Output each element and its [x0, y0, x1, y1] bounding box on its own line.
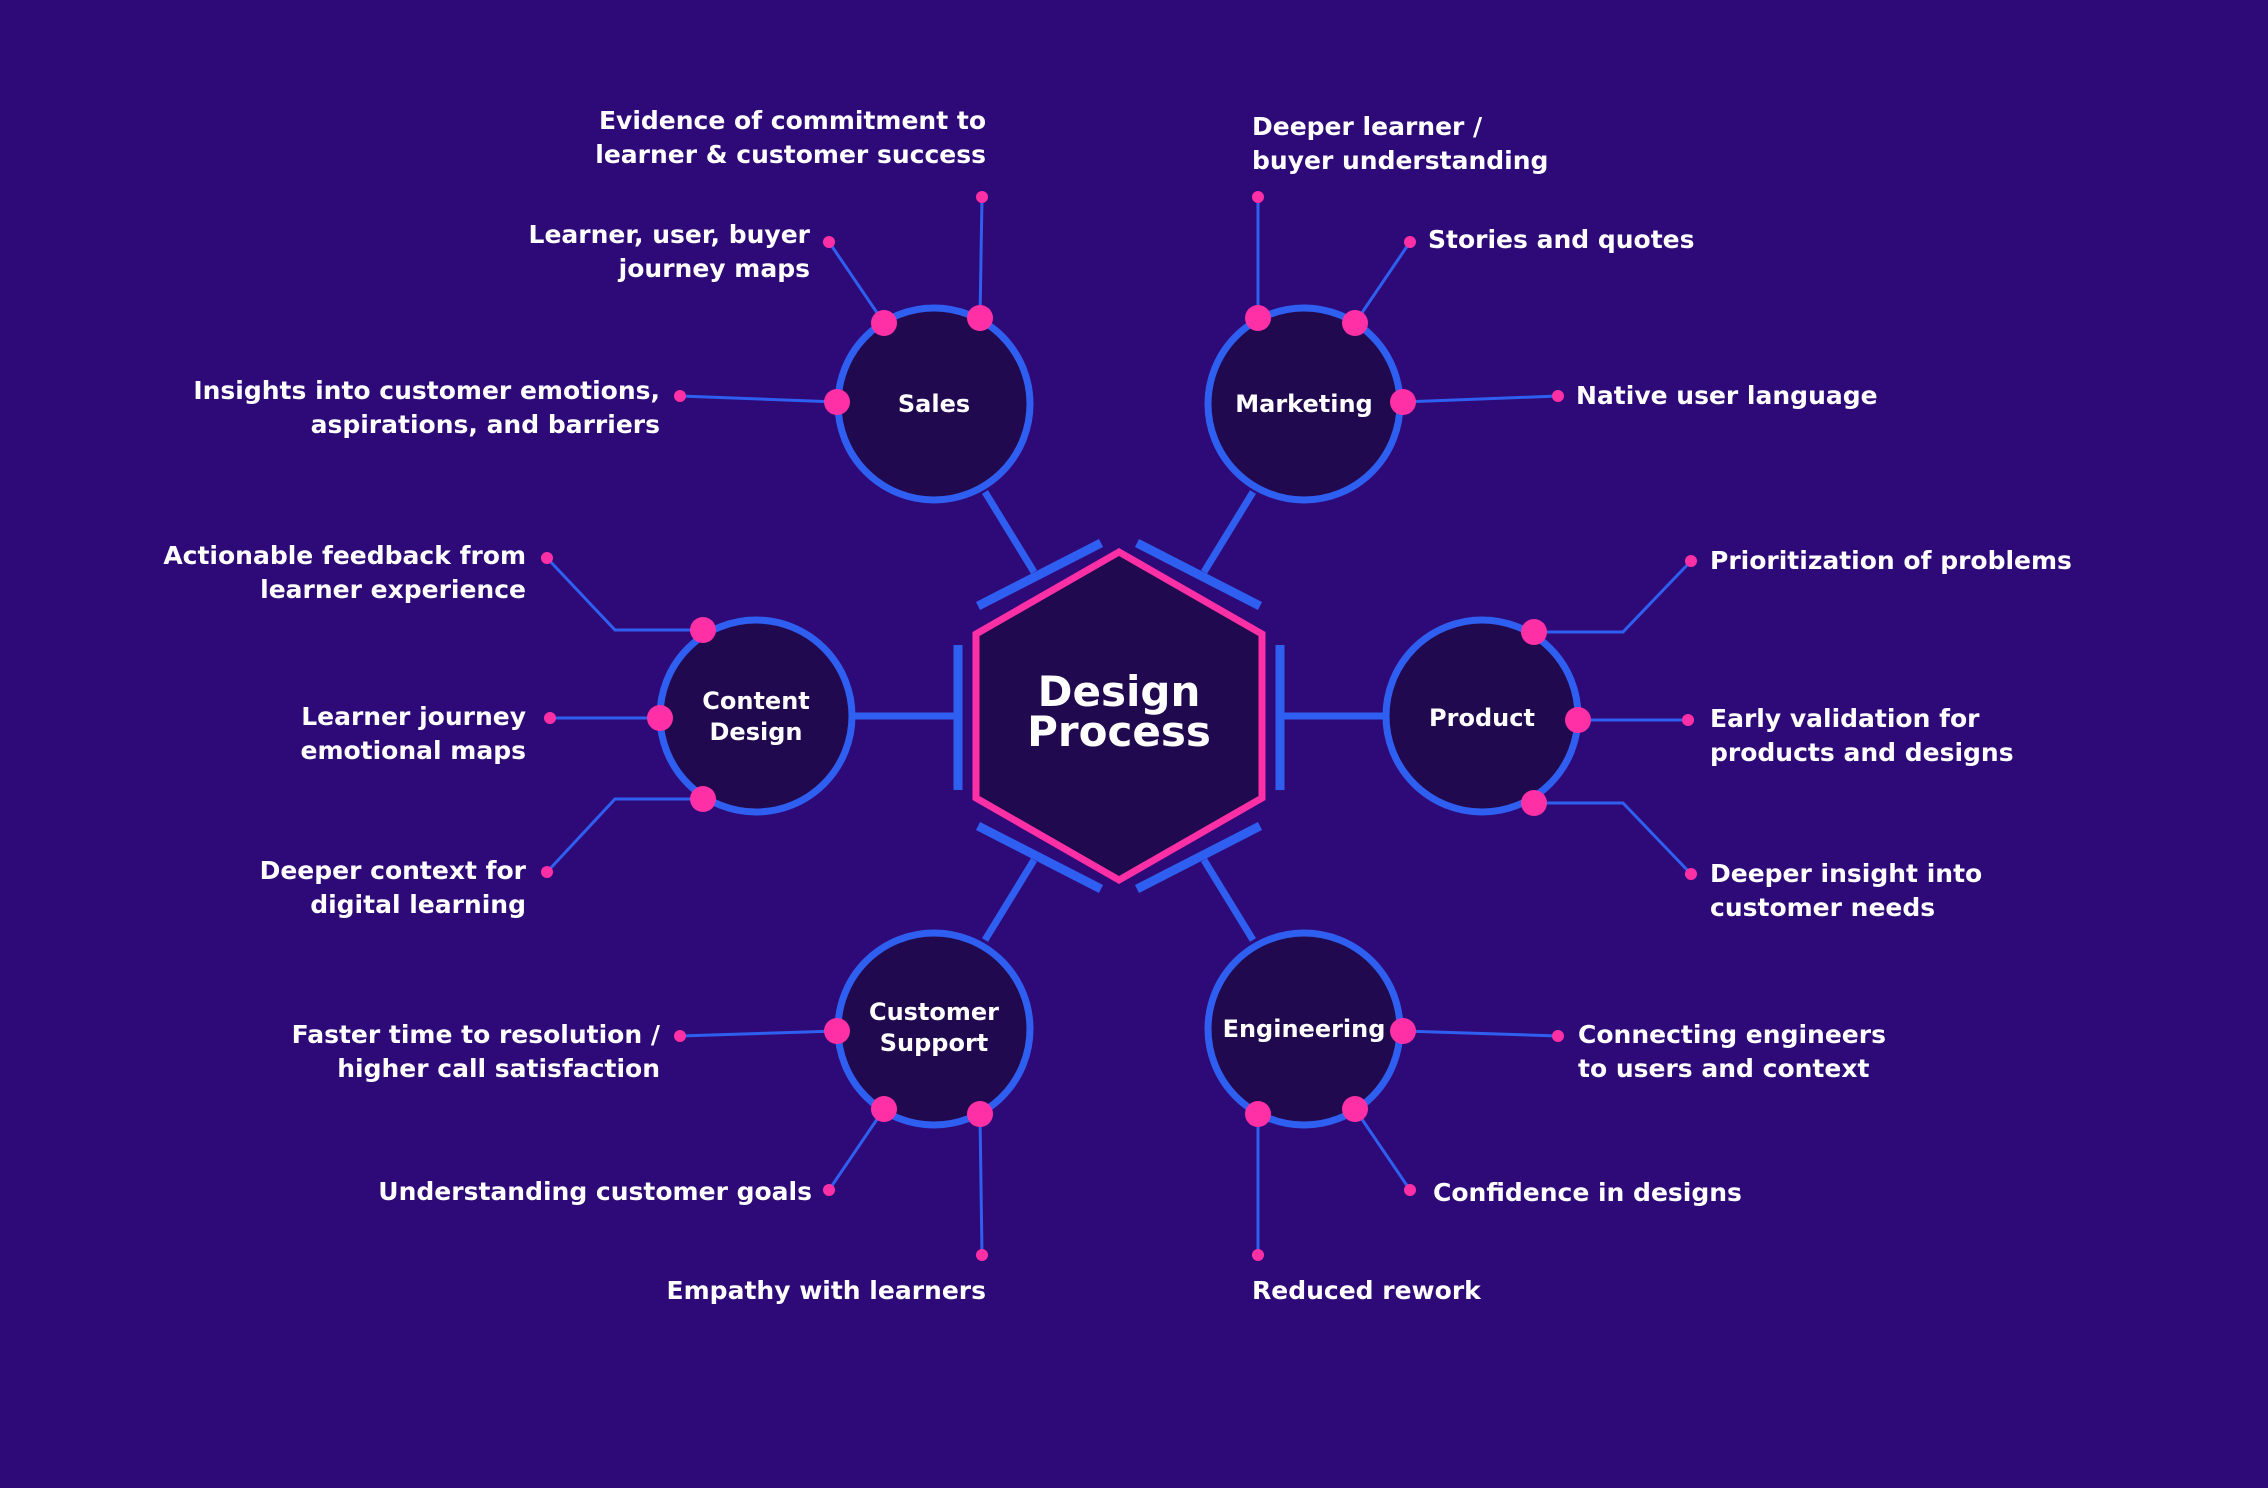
label-end-dots: [541, 191, 1697, 1261]
node-title-customer-support-line2: Support: [880, 1029, 989, 1057]
center-title: Design Process: [1027, 667, 1211, 756]
label-product-validation: Early validation for products and design…: [1710, 704, 2014, 767]
center-hexagon: [972, 547, 1266, 885]
label-product-prioritization: Prioritization of problems: [1710, 546, 2072, 575]
label-marketing-understanding: Deeper learner / buyer understanding: [1252, 112, 1549, 175]
label-marketing-language: Native user language: [1576, 381, 1878, 410]
connector-sales: [982, 490, 1037, 574]
center-connectors: [855, 490, 1385, 942]
node-title-content-design-line1: Content: [702, 687, 810, 715]
node-title-sales: Sales: [898, 390, 970, 418]
hexagon-outer-frame: [953, 538, 1285, 894]
label-customer-support-resolution: Faster time to resolution / higher call …: [291, 1020, 660, 1083]
label-engineering-connecting: Connecting engineers to users and contex…: [1578, 1020, 1886, 1083]
label-sales-insights: Insights into customer emotions, aspirat…: [193, 376, 660, 439]
connector-customer-support: [982, 858, 1037, 942]
node-content-design: [656, 616, 856, 816]
node-title-marketing: Marketing: [1235, 390, 1372, 418]
connector-marketing: [1201, 490, 1256, 574]
label-customer-support-empathy: Empathy with learners: [666, 1276, 986, 1305]
leader-lines: [545, 196, 1693, 1256]
ring-dots: [647, 305, 1591, 1127]
center-title-line2: Process: [1027, 707, 1211, 756]
node-title-engineering: Engineering: [1223, 1015, 1386, 1043]
label-engineering-confidence: Confidence in designs: [1433, 1178, 1742, 1207]
node-title-product: Product: [1429, 704, 1535, 732]
center-title-line1: Design: [1038, 667, 1201, 716]
label-marketing-stories: Stories and quotes: [1428, 225, 1695, 254]
label-sales-journey: Learner, user, buyer journey maps: [528, 220, 810, 283]
label-content-design-maps: Learner journey emotional maps: [300, 702, 526, 765]
label-engineering-rework: Reduced rework: [1252, 1276, 1481, 1305]
label-sales-commitment: Evidence of commitment to learner & cust…: [595, 106, 986, 169]
label-product-insight: Deeper insight into customer needs: [1710, 859, 1983, 922]
node-title-customer-support-line1: Customer: [869, 998, 999, 1026]
node-title-content-design-line2: Design: [710, 718, 803, 746]
connector-engineering: [1201, 858, 1256, 942]
label-customer-support-goals: Understanding customer goals: [378, 1177, 812, 1206]
node-titles: Sales Marketing Content Design Product C…: [702, 390, 1535, 1057]
label-content-design-feedback: Actionable feedback from learner experie…: [163, 541, 526, 604]
label-content-design-context: Deeper context for digital learning: [259, 856, 526, 919]
